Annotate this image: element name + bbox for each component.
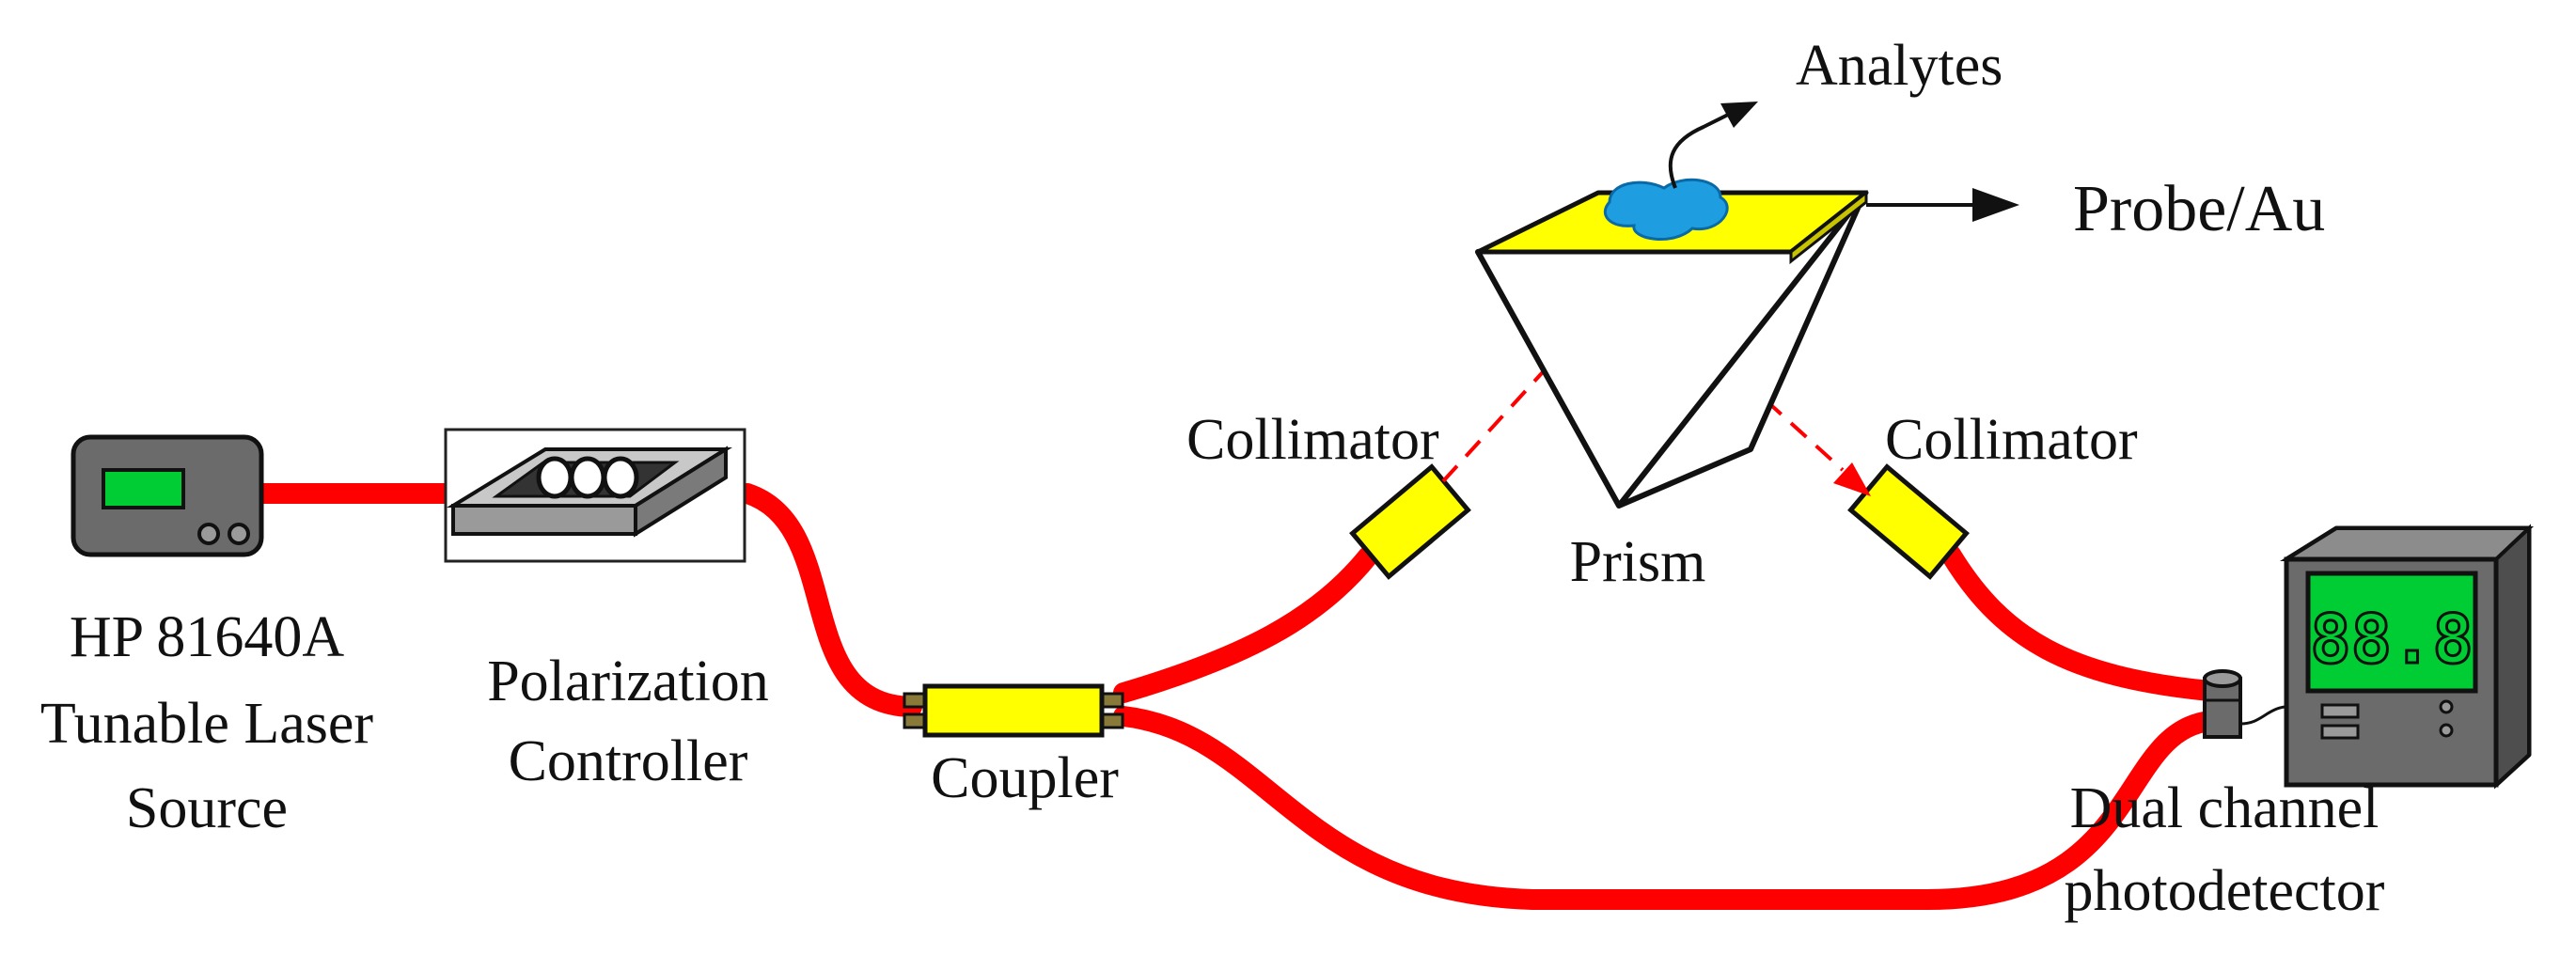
coupler-icon <box>903 683 1124 738</box>
prism-icon <box>1475 189 1869 509</box>
probe-label: Probe/Au <box>2073 173 2325 245</box>
polctrl-label-line1: Polarization <box>487 650 769 713</box>
detector-display-readout: 88.8 <box>2310 600 2473 679</box>
collimator-icon <box>1847 463 1970 580</box>
fiber-collimator-to-detector <box>1940 544 2220 701</box>
polarization-controller-icon <box>444 428 746 563</box>
detector-label-line1: Dual channel <box>2070 776 2380 840</box>
fiber-coupler-to-collimator <box>1113 546 1378 703</box>
probe-arrow <box>1866 188 2019 222</box>
coupler-label: Coupler <box>931 746 1119 810</box>
fiber-coupler-to-detector-reference <box>1113 706 2220 910</box>
photodetector-icon: 88.8 <box>2203 524 2535 790</box>
collimator-right-label: Collimator <box>1885 408 2138 472</box>
fiber-polctrl-to-coupler <box>737 483 922 717</box>
laser-label-line2: Tunable Laser <box>40 692 373 756</box>
collimator-left-label: Collimator <box>1186 408 1439 472</box>
laser-label-line3: Source <box>126 776 288 840</box>
laser-source-icon <box>71 434 264 557</box>
analytes-label: Analytes <box>1796 34 2003 98</box>
collimator-icon <box>1349 463 1471 580</box>
prism-label: Prism <box>1570 530 1706 594</box>
laser-label-line1: HP 81640A <box>70 605 344 669</box>
polctrl-label-line2: Controller <box>509 729 748 793</box>
detector-label-line2: photodetector <box>2065 859 2385 923</box>
analyte-drop <box>1603 102 1758 241</box>
